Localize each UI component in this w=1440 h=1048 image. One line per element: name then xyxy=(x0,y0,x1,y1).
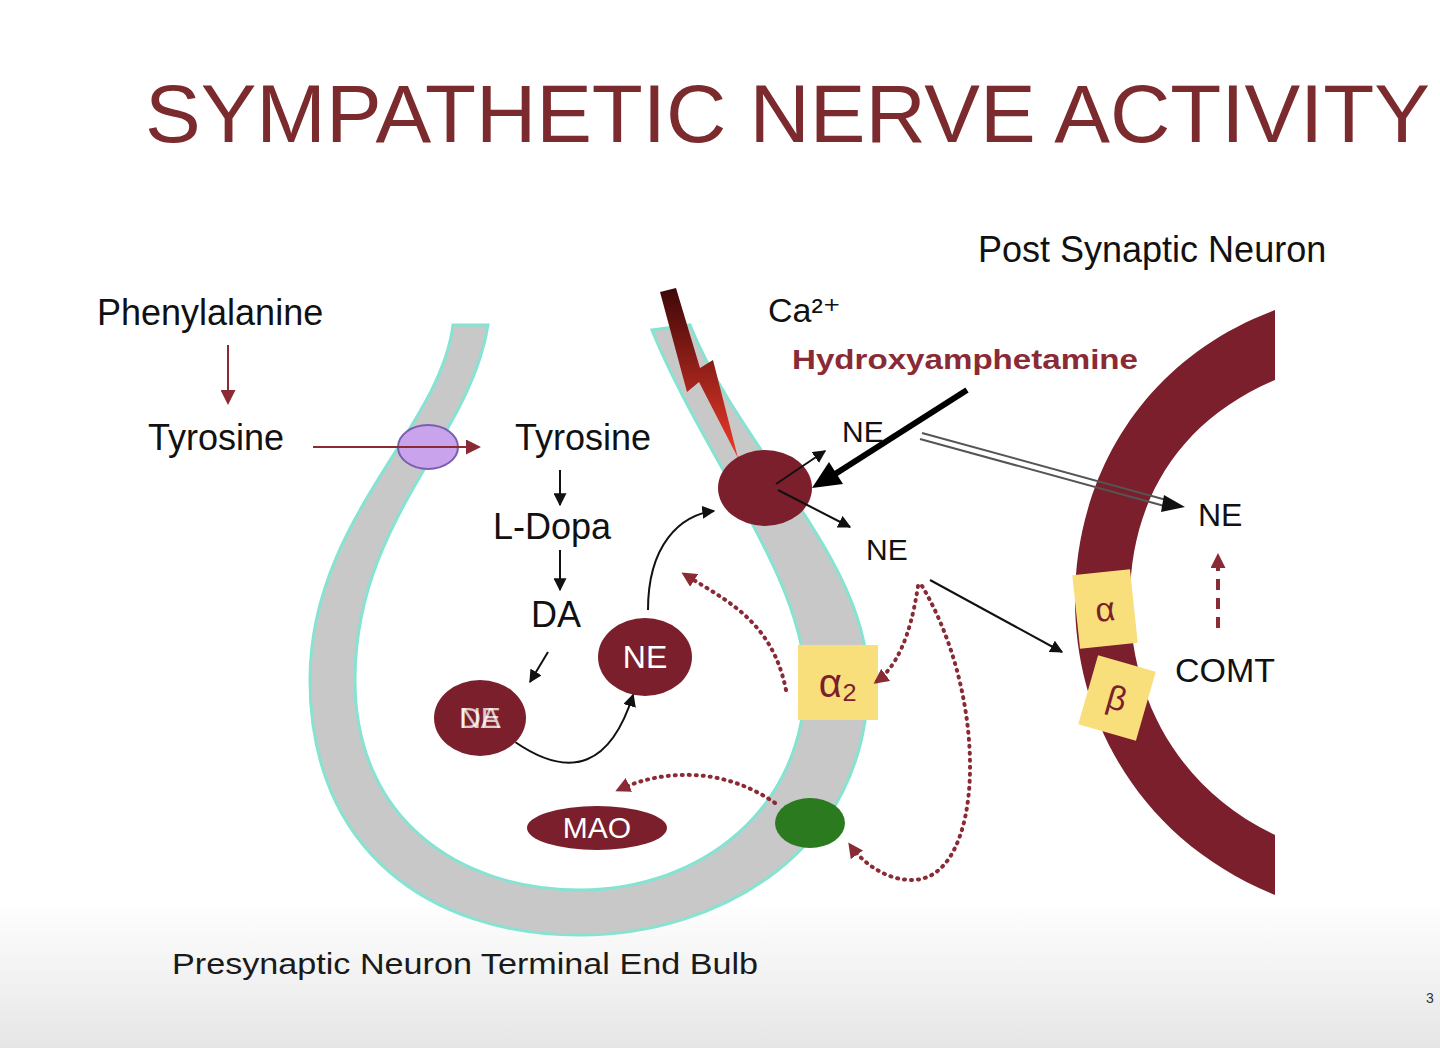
text-label: L-Dopa xyxy=(493,509,611,545)
connector-arrow xyxy=(515,695,633,763)
text-label: Hydroxyamphetamine xyxy=(792,346,1138,374)
postsynaptic-neuron: Post Synaptic Neuronαβ xyxy=(970,225,1400,905)
storage-vesicle: NEDA xyxy=(434,680,526,756)
fusing-vesicle xyxy=(718,450,812,526)
node-text: Post Synaptic Neuron xyxy=(978,232,1326,268)
text-label: DA xyxy=(531,597,581,633)
box-outline xyxy=(1078,655,1156,741)
node-text: DA xyxy=(434,703,526,733)
text-label: Tyrosine xyxy=(148,420,284,456)
slide-title: SYMPATHETIC NERVE ACTIVITY xyxy=(145,73,1430,155)
node-text: α₂ xyxy=(798,663,878,703)
text-label: Ca²⁺ xyxy=(768,293,841,327)
node-text: α xyxy=(1074,589,1135,629)
text-label: NE xyxy=(1198,499,1242,531)
reuptake-transporter xyxy=(775,798,845,848)
feedback-arrow xyxy=(876,586,918,682)
box-outline xyxy=(798,645,878,720)
postsynaptic-membrane xyxy=(1075,310,1275,895)
diffusion-arrowhead xyxy=(1161,495,1185,512)
footer-band xyxy=(0,900,1440,1048)
ellipse-outline xyxy=(527,806,667,850)
text-label: COMT xyxy=(1175,653,1275,687)
degradation-arrow xyxy=(618,775,775,803)
storage-vesicle: NE xyxy=(598,618,692,696)
diffusion-line xyxy=(922,433,1170,501)
release-arrow xyxy=(776,451,825,484)
inhibition-arrow xyxy=(684,574,786,690)
action-potential-bolt xyxy=(660,288,738,458)
text-label: NE xyxy=(866,535,908,565)
synthesis-arrow xyxy=(559,470,561,505)
synthesis-arrow xyxy=(227,345,229,402)
text-label: Tyrosine xyxy=(515,420,651,456)
node-outline xyxy=(160,290,890,990)
ellipse-outline xyxy=(434,680,526,756)
vesicle-transport-arrow xyxy=(648,511,714,610)
release-arrow xyxy=(778,490,850,527)
text-label: NE xyxy=(842,417,884,447)
receptor-arrow xyxy=(930,580,1062,652)
box-outline xyxy=(1072,569,1137,649)
node-text: MAO xyxy=(527,813,667,843)
node-text: Presynaptic Neuron Terminal End Bulb xyxy=(172,950,758,979)
diffusion-line xyxy=(920,439,1168,507)
synthesis-arrow xyxy=(559,550,561,590)
synthesis-arrow xyxy=(530,652,548,682)
tyrosine-transporter xyxy=(398,425,458,469)
text-label: Phenylalanine xyxy=(97,295,323,331)
alpha-receptor: α xyxy=(1072,569,1137,649)
presynaptic-terminal: Presynaptic Neuron Terminal End BulbNEDA… xyxy=(160,290,890,990)
drug-arrow xyxy=(832,390,967,476)
uptake-arrow xyxy=(313,446,478,448)
node-text: NE xyxy=(598,641,692,673)
alpha2-receptor: α₂ xyxy=(798,645,878,720)
node-outline xyxy=(970,225,1400,905)
ellipse-outline xyxy=(598,618,692,696)
text-label: 3 xyxy=(1426,991,1434,1005)
reuptake-arrow xyxy=(850,586,970,880)
comt-arrow xyxy=(1216,556,1220,628)
mao-enzyme: MAO xyxy=(527,806,667,850)
drug-arrowhead xyxy=(812,462,843,488)
membrane-band xyxy=(310,325,868,935)
